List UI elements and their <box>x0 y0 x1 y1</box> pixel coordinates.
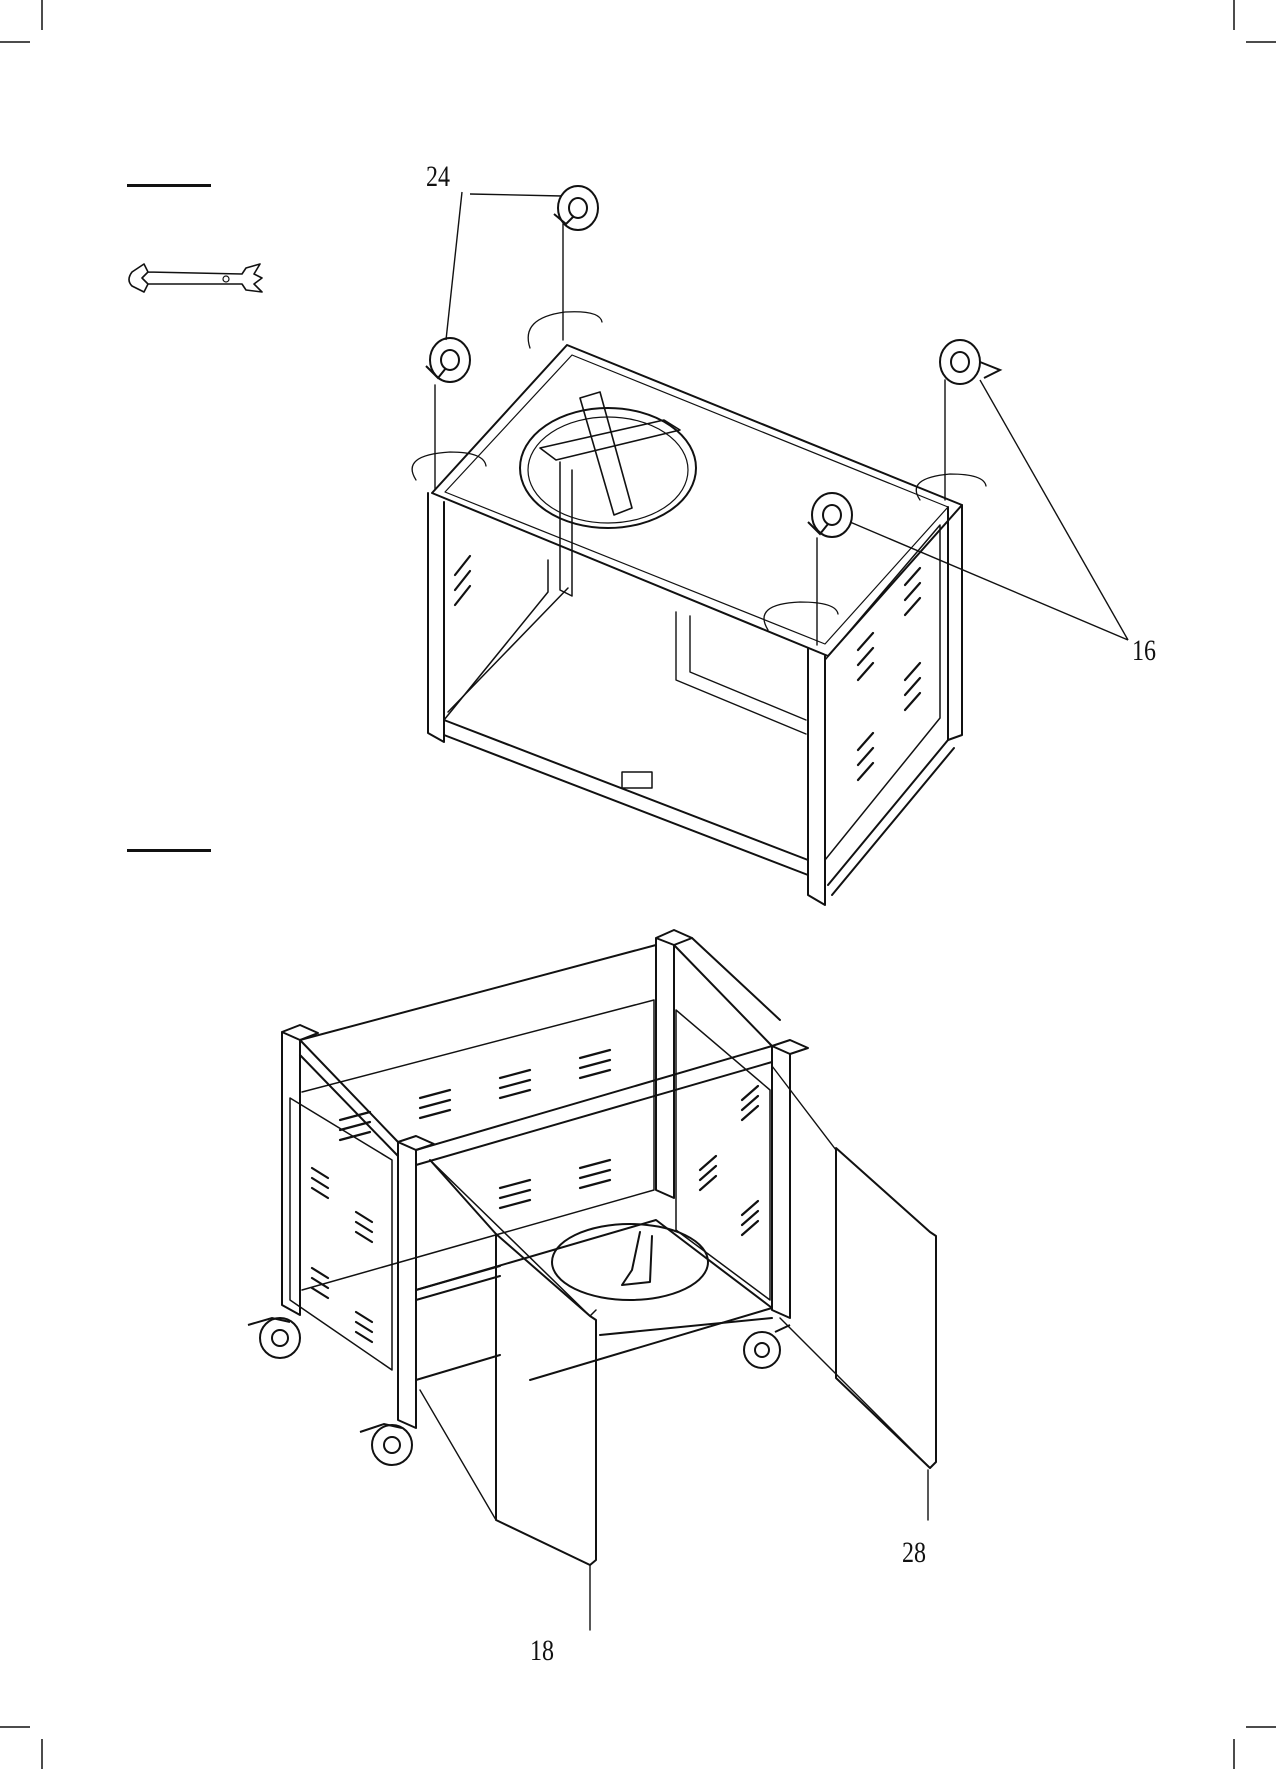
caster-left-rear <box>248 1318 300 1358</box>
door-18 <box>496 1234 596 1565</box>
casters-step-2 <box>248 1318 790 1465</box>
callout-24: 24 <box>426 162 450 192</box>
callout-18: 18 <box>530 1636 554 1666</box>
door-28 <box>836 1148 936 1468</box>
bottom-tank-hole <box>552 1224 708 1300</box>
caster-left-front <box>360 1424 412 1465</box>
caster-right-rear <box>744 1325 790 1368</box>
callout-16: 16 <box>1132 636 1156 666</box>
callout-28: 28 <box>902 1538 926 1568</box>
